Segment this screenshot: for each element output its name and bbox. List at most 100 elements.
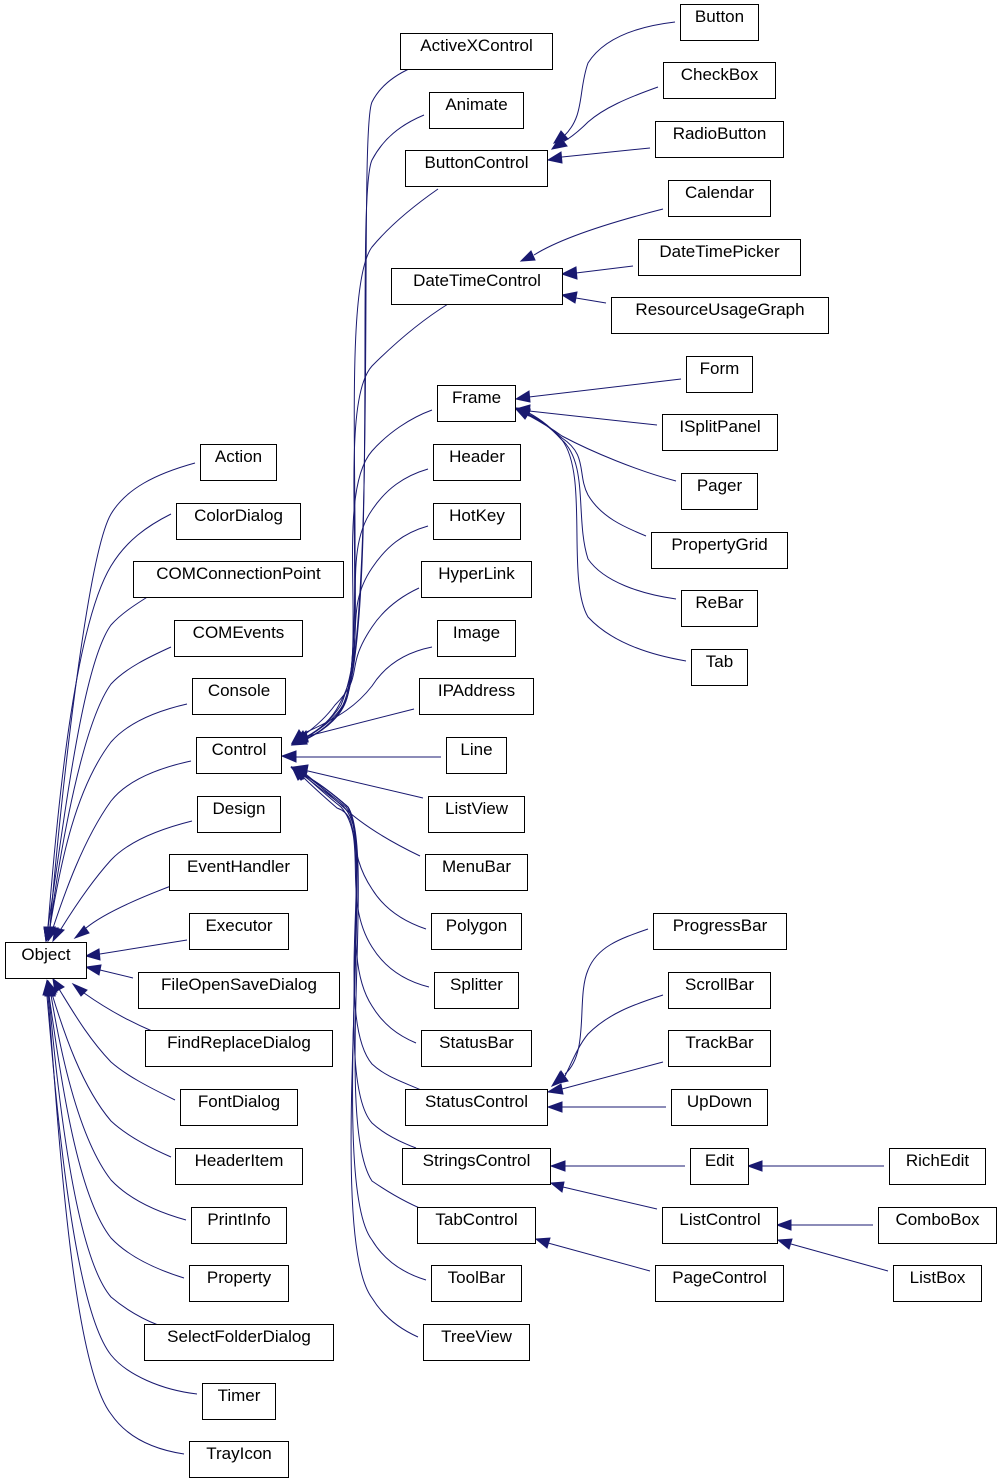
class-node-up-down[interactable]: UpDown <box>671 1089 768 1126</box>
class-node-print-info[interactable]: PrintInfo <box>191 1207 287 1244</box>
class-node-radio-button[interactable]: RadioButton <box>655 121 784 158</box>
class-node-event-handler[interactable]: EventHandler <box>169 854 308 891</box>
node-box <box>145 1030 333 1067</box>
class-node-list-control[interactable]: ListControl <box>662 1207 778 1244</box>
class-node-property[interactable]: Property <box>189 1265 289 1302</box>
class-node-file-open-save-dialog[interactable]: FileOpenSaveDialog <box>138 972 340 1009</box>
class-node-tool-bar[interactable]: ToolBar <box>431 1265 522 1302</box>
class-node-date-time-control[interactable]: DateTimeControl <box>391 268 563 305</box>
node-label: Image <box>453 623 500 642</box>
class-node-hyper-link[interactable]: HyperLink <box>421 561 532 598</box>
edge-line <box>304 775 430 988</box>
edge-executor-to-object <box>84 939 188 961</box>
class-node-edit[interactable]: Edit <box>690 1148 749 1185</box>
node-box <box>437 385 516 422</box>
class-node-list-view[interactable]: ListView <box>428 796 525 833</box>
edge-line <box>60 820 193 930</box>
edge-active-x-control-to-control <box>291 67 412 745</box>
edge-line <box>47 994 185 1455</box>
node-box <box>434 972 519 1009</box>
class-node-control[interactable]: Control <box>196 737 282 774</box>
class-node-tray-icon[interactable]: TrayIcon <box>189 1441 289 1478</box>
class-node-button-control[interactable]: ButtonControl <box>405 150 548 187</box>
class-node-tab[interactable]: Tab <box>691 649 748 686</box>
node-box <box>192 678 286 715</box>
class-node-com-connection-point[interactable]: COMConnectionPoint <box>133 561 344 598</box>
node-box <box>429 92 524 129</box>
class-node-active-x-control[interactable]: ActiveXControl <box>400 33 553 70</box>
inheritance-edges <box>42 21 889 1455</box>
class-node-scroll-bar[interactable]: ScrollBar <box>668 972 771 1009</box>
class-node-tree-view[interactable]: TreeView <box>423 1324 530 1361</box>
class-node-hot-key[interactable]: HotKey <box>433 503 521 540</box>
edge-line <box>99 939 188 955</box>
class-node-form[interactable]: Form <box>686 356 753 393</box>
class-node-font-dialog[interactable]: FontDialog <box>180 1089 298 1126</box>
class-node-executor[interactable]: Executor <box>189 913 289 950</box>
edge-line <box>528 378 682 398</box>
edge-line <box>305 409 433 739</box>
class-node-design[interactable]: Design <box>197 796 281 833</box>
class-node-console[interactable]: Console <box>192 678 286 715</box>
class-node-com-events[interactable]: COMEvents <box>174 620 303 657</box>
class-node-re-bar[interactable]: ReBar <box>681 590 758 627</box>
edge-edit-to-strings-control <box>549 1160 685 1172</box>
arrowhead <box>546 1083 564 1095</box>
class-node-resource-usage-graph[interactable]: ResourceUsageGraph <box>611 297 829 334</box>
class-node-pager[interactable]: Pager <box>681 473 758 510</box>
class-node-combo-box[interactable]: ComboBox <box>878 1207 997 1244</box>
class-node-action[interactable]: Action <box>200 444 277 481</box>
class-node-frame[interactable]: Frame <box>437 385 516 422</box>
arrowhead <box>549 1181 565 1193</box>
edge-line <box>307 303 449 739</box>
class-node-strings-control[interactable]: StringsControl <box>402 1148 551 1185</box>
edge-line <box>305 775 419 1338</box>
node-label: FindReplaceDialog <box>167 1033 311 1052</box>
node-box <box>681 473 758 510</box>
class-node-status-bar[interactable]: StatusBar <box>421 1030 532 1067</box>
class-node-status-control[interactable]: StatusControl <box>405 1089 548 1126</box>
class-node-calendar[interactable]: Calendar <box>668 180 771 217</box>
class-node-date-time-picker[interactable]: DateTimePicker <box>638 239 801 276</box>
edge-design-to-object <box>52 820 193 943</box>
node-box <box>391 268 563 305</box>
class-node-header[interactable]: Header <box>433 444 521 481</box>
node-label: ISplitPanel <box>679 417 760 436</box>
node-label: Animate <box>445 95 507 114</box>
class-node-image[interactable]: Image <box>437 620 516 657</box>
node-label: StatusBar <box>439 1033 514 1052</box>
class-node-splitter[interactable]: Splitter <box>434 972 519 1009</box>
class-node-check-box[interactable]: CheckBox <box>663 62 776 99</box>
class-node-color-dialog[interactable]: ColorDialog <box>176 503 301 540</box>
edge-line <box>48 995 159 1326</box>
class-node-button[interactable]: Button <box>680 4 759 41</box>
arrowhead <box>746 1160 763 1172</box>
class-node-page-control[interactable]: PageControl <box>655 1265 784 1302</box>
class-node-tab-control[interactable]: TabControl <box>417 1207 536 1244</box>
class-node-timer[interactable]: Timer <box>202 1383 276 1420</box>
class-node-ip-address[interactable]: IPAddress <box>419 678 534 715</box>
class-node-track-bar[interactable]: TrackBar <box>668 1030 771 1067</box>
class-node-i-split-panel[interactable]: ISplitPanel <box>662 414 778 451</box>
class-node-rich-edit[interactable]: RichEdit <box>889 1148 986 1185</box>
class-node-menu-bar[interactable]: MenuBar <box>425 854 528 891</box>
class-node-polygon[interactable]: Polygon <box>431 913 522 950</box>
class-node-animate[interactable]: Animate <box>429 92 524 129</box>
node-box <box>133 561 344 598</box>
node-label: RichEdit <box>906 1151 970 1170</box>
class-node-find-replace-dialog[interactable]: FindReplaceDialog <box>145 1030 333 1067</box>
class-node-select-folder-dialog[interactable]: SelectFolderDialog <box>144 1324 334 1361</box>
node-box <box>419 678 534 715</box>
class-node-list-box[interactable]: ListBox <box>893 1265 982 1302</box>
arrowhead <box>775 1219 792 1231</box>
node-box <box>655 121 784 158</box>
class-node-line[interactable]: Line <box>446 737 507 774</box>
class-node-header-item[interactable]: HeaderItem <box>175 1148 303 1185</box>
class-node-object[interactable]: Object <box>5 942 87 979</box>
class-node-property-grid[interactable]: PropertyGrid <box>651 532 788 569</box>
node-label: ListBox <box>910 1268 966 1287</box>
class-node-progress-bar[interactable]: ProgressBar <box>653 913 787 950</box>
arrowhead <box>546 1101 563 1113</box>
node-label: HeaderItem <box>195 1151 284 1170</box>
node-label: StringsControl <box>423 1151 531 1170</box>
